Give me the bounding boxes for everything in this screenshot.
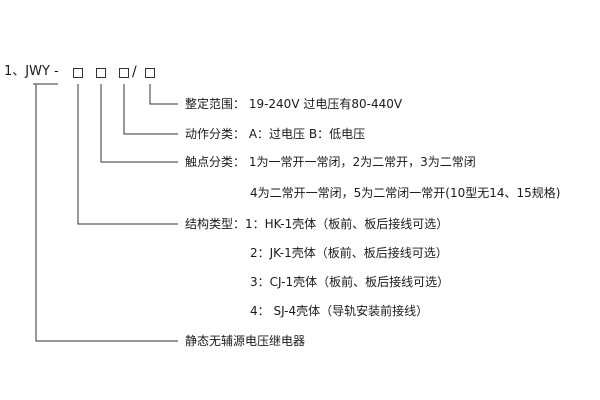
structure-text-2: 2：JK-1壳体（板前、板后接线可选） bbox=[250, 246, 448, 260]
leader-product bbox=[35, 84, 178, 342]
leader-action bbox=[123, 84, 178, 135]
code-slash: / bbox=[132, 64, 137, 80]
code-box-action bbox=[119, 68, 129, 78]
structure-text-4: 4： SJ-4壳体（导轨安装前接线） bbox=[250, 304, 429, 318]
range-text: 整定范围： 19-240V 过电压有80-440V bbox=[185, 97, 403, 111]
action-text: 动作分类： A：过电压 B：低电压 bbox=[185, 127, 366, 141]
code-box-range bbox=[145, 68, 155, 78]
structure-text-1: 结构类型：1：HK-1壳体（板前、板后接线可选） bbox=[185, 217, 449, 231]
code-box-structure bbox=[73, 68, 83, 78]
code-box-contact bbox=[96, 68, 106, 78]
contact-text-2: 4为二常开一常闭，5为二常闭一常开(10型无14、15规格) bbox=[250, 186, 561, 200]
structure-text-3: 3：CJ-1壳体（板前、板后接线可选） bbox=[250, 275, 450, 289]
model-prefix: 1、JWY - bbox=[4, 64, 59, 79]
leader-contact bbox=[100, 84, 178, 163]
product-name: 静态无辅源电压继电器 bbox=[185, 334, 306, 348]
contact-text-1: 触点分类： 1为一常开一常闭，2为二常开，3为二常闭 bbox=[185, 155, 476, 169]
leader-range bbox=[149, 84, 178, 105]
leader-structure bbox=[77, 84, 178, 225]
